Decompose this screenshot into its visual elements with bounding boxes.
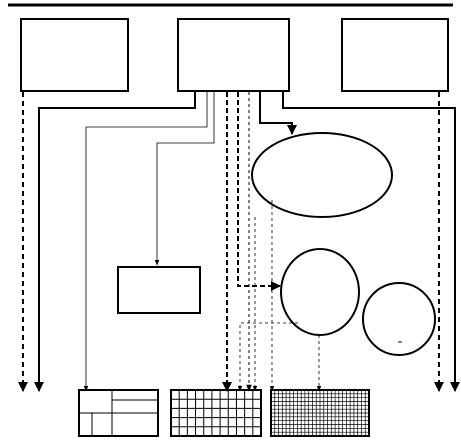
top-left-box — [20, 18, 129, 92]
medium-circle-to-medium-panel-connector — [237, 322, 298, 392]
center-to-middle-box-connector — [154, 92, 215, 266]
panel-medium-grid — [170, 389, 262, 437]
top-right-box — [341, 18, 449, 92]
left-outer-solid-connector — [34, 92, 196, 392]
panel-dense-grid — [270, 389, 370, 437]
medium-circle — [280, 248, 360, 336]
center-to-sparse-panel-connector — [83, 92, 208, 392]
panel-medium-grid-frame — [170, 389, 262, 437]
large-ellipse — [251, 132, 393, 218]
small-circle — [362, 282, 436, 356]
panel-sparse-grid — [78, 389, 159, 437]
center-to-large-ellipse-connector — [259, 92, 297, 135]
middle-box — [117, 266, 201, 314]
center-to-medium-circle-connector — [237, 92, 281, 291]
right-outer-solid-connector — [282, 92, 460, 392]
top-center-box — [177, 18, 290, 92]
